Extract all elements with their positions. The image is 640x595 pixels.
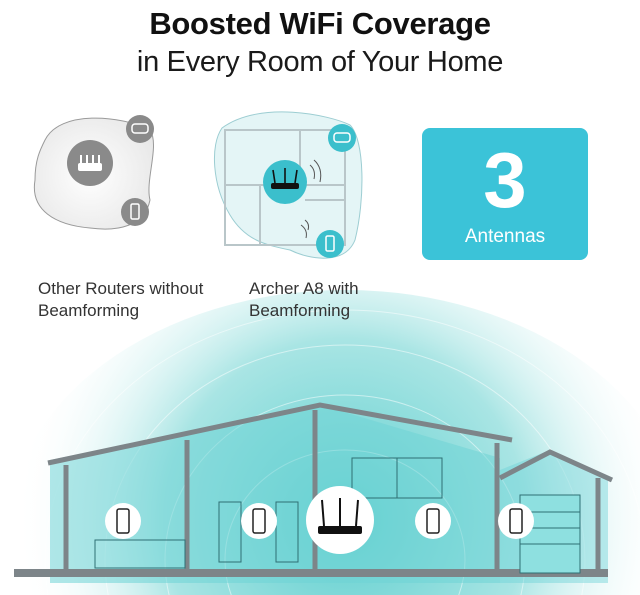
phone-icon (415, 503, 451, 539)
caption-line: Beamforming (249, 301, 351, 320)
house-illustration (14, 402, 614, 583)
other-router-coverage (33, 115, 154, 230)
archer-coverage (213, 111, 363, 259)
caption-line: Other Routers without (38, 279, 204, 298)
page-title: Boosted WiFi Coverage (149, 6, 491, 41)
phone-icon (316, 230, 344, 258)
antenna-count-badge: 3 Antennas (422, 128, 588, 260)
router-icon (306, 486, 374, 554)
antenna-number: 3 (483, 136, 527, 224)
other-routers-caption: Other Routers without Beamforming (38, 278, 203, 322)
caption-line: Beamforming (38, 301, 140, 320)
phone-icon (241, 503, 277, 539)
phone-icon (105, 503, 141, 539)
page-subtitle: in Every Room of Your Home (136, 46, 504, 78)
house-devices (105, 486, 534, 554)
caption-line: Archer A8 with (249, 279, 359, 298)
gamepad-icon (328, 124, 356, 152)
gamepad-icon (126, 115, 154, 143)
antenna-label: Antennas (464, 226, 546, 247)
phone-icon (121, 198, 149, 226)
archer-caption: Archer A8 with Beamforming (249, 278, 359, 322)
phone-icon (498, 503, 534, 539)
